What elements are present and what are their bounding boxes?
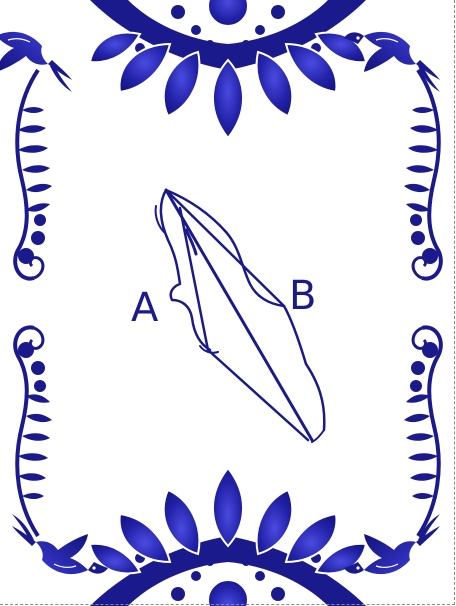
label-b: B xyxy=(289,273,316,319)
label-a: A xyxy=(131,285,159,331)
bird-icon xyxy=(0,31,73,93)
scroll-icon xyxy=(13,325,55,538)
top-flower-icon xyxy=(88,0,368,140)
bottom-flower-icon xyxy=(88,466,368,606)
fold-sketch-icon xyxy=(154,188,326,443)
scroll-icon xyxy=(402,325,443,538)
scroll-icon xyxy=(13,68,55,281)
scroll-icon xyxy=(402,68,443,281)
